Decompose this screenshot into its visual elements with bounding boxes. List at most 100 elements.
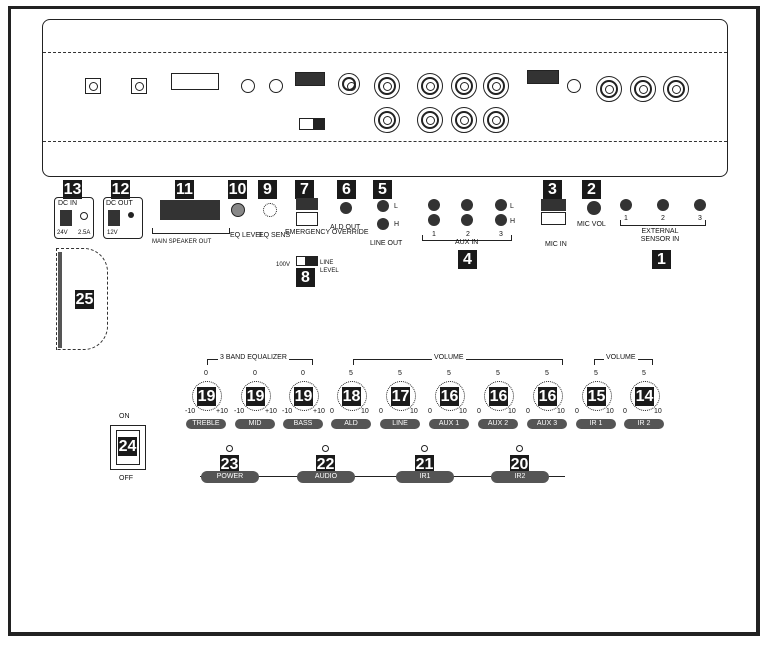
knob-max-mark: 10 — [361, 408, 369, 415]
emergency-override-label: EMERGENCY OVERRIDE — [285, 229, 369, 236]
knob-label-ald: ALD — [331, 419, 371, 429]
knob-dial[interactable] — [337, 381, 367, 411]
dc-out-pin — [128, 212, 134, 218]
indicator-label-ir1: IR1 — [396, 471, 454, 483]
power-switch-rocker[interactable] — [116, 430, 140, 465]
sensor3-jack — [663, 76, 689, 102]
knob-max-mark: 10 — [654, 408, 662, 415]
power-switch-bezel[interactable] — [110, 425, 146, 470]
external-sensor-in-label: EXTERNAL SENSOR IN — [640, 228, 680, 243]
eq-sens-pot — [269, 79, 283, 93]
line-out-h-mark: H — [394, 221, 400, 228]
knob-dial[interactable] — [582, 381, 612, 411]
eq-level-pot — [241, 79, 255, 93]
indicator-led — [226, 445, 233, 452]
callout-16: 16 — [440, 387, 459, 406]
mic-in-connector — [541, 212, 566, 225]
aux3-l-jack — [483, 73, 509, 99]
rear-panel — [42, 19, 728, 177]
dc-in-plug — [60, 210, 72, 226]
knob-label-aux-1: AUX 1 — [429, 419, 469, 429]
speaker-bracket — [152, 228, 230, 234]
callout-25: 25 — [75, 290, 94, 309]
aux-in-label: AUX IN — [455, 239, 479, 246]
knob-dial[interactable] — [630, 381, 660, 411]
knob-min-mark: 0 — [526, 408, 530, 415]
callout-20: 20 — [510, 455, 529, 474]
mic-in-terminal — [527, 70, 559, 84]
sensor3-dot — [694, 199, 706, 211]
dc-in-label: DC IN — [58, 200, 78, 207]
indicator-led — [322, 445, 329, 452]
knob-label-bass: BASS — [283, 419, 323, 429]
override-connector — [296, 212, 318, 226]
knob-min-mark: -10 — [282, 408, 293, 415]
dc-out-jack — [131, 78, 147, 94]
aux3-h-dot — [495, 214, 507, 226]
eq-sens-knob — [263, 203, 277, 217]
mounting-area-edge — [58, 252, 62, 348]
aux2-l-dot — [461, 199, 473, 211]
callout-17: 17 — [391, 387, 410, 406]
knob-label-ir-2: IR 2 — [624, 419, 664, 429]
sensor-num-2: 2 — [661, 215, 665, 222]
aux2-h-jack — [451, 107, 477, 133]
aux-in-bracket — [422, 235, 512, 241]
dc-out-box — [103, 197, 143, 239]
knob-dial[interactable] — [289, 381, 319, 411]
callout-4: 4 — [458, 250, 477, 269]
dc-in-jack — [85, 78, 101, 94]
knob-dial[interactable] — [386, 381, 416, 411]
line-level-switch — [299, 118, 325, 130]
aux-l-mark: L — [510, 203, 514, 210]
sensor2-jack — [630, 76, 656, 102]
callout-19: 19 — [197, 387, 216, 406]
knob-top-mark: 0 — [204, 370, 208, 377]
eq-level-label: EQ LEVEL — [230, 232, 264, 239]
callout-19: 19 — [294, 387, 313, 406]
callout-12: 12 — [111, 180, 130, 199]
callout-14: 14 — [635, 387, 654, 406]
indicator-led — [421, 445, 428, 452]
mic-in-label: MIC IN — [545, 241, 567, 248]
knob-min-mark: 0 — [428, 408, 432, 415]
line-level-label: LINE LEVEL — [320, 260, 339, 274]
knob-label-treble: TREBLE — [186, 419, 226, 429]
knob-dial[interactable] — [241, 381, 271, 411]
switch-off-label: OFF — [119, 475, 133, 482]
aux1-l-jack — [417, 73, 443, 99]
mic-vol-dot — [587, 201, 601, 215]
eq-level-knob — [231, 203, 245, 217]
line-out-l-mark: L — [394, 203, 398, 210]
knob-dial[interactable] — [533, 381, 563, 411]
diagram-frame — [8, 6, 760, 636]
knob-top-mark: 5 — [496, 370, 500, 377]
knob-min-mark: 0 — [623, 408, 627, 415]
ald-out-label: ALD OUT — [330, 224, 361, 231]
knob-max-mark: +10 — [265, 408, 277, 415]
sensor-bracket — [620, 220, 706, 226]
line-out-l-dot — [377, 200, 389, 212]
knob-top-mark: 0 — [253, 370, 257, 377]
knob-top-mark: 5 — [545, 370, 549, 377]
callout-19: 19 — [246, 387, 265, 406]
knob-min-mark: 0 — [379, 408, 383, 415]
callout-10: 10 — [228, 180, 247, 199]
knob-dial[interactable] — [192, 381, 222, 411]
knob-dial[interactable] — [435, 381, 465, 411]
callout-15: 15 — [587, 387, 606, 406]
knob-max-mark: 10 — [557, 408, 565, 415]
callout-11: 11 — [175, 180, 194, 199]
main-speaker-out-label: MAIN SPEAKER OUT — [152, 239, 212, 245]
knob-label-ir-1: IR 1 — [576, 419, 616, 429]
knob-dial[interactable] — [484, 381, 514, 411]
callout-13: 13 — [63, 180, 82, 199]
knob-min-mark: -10 — [185, 408, 196, 415]
knob-label-aux-2: AUX 2 — [478, 419, 518, 429]
mic-vol-label: MIC VOL — [577, 221, 606, 228]
line-out-label: LINE OUT — [370, 240, 403, 247]
indicator-led — [516, 445, 523, 452]
callout-2: 2 — [582, 180, 601, 199]
knob-max-mark: 10 — [410, 408, 418, 415]
speaker-block — [160, 200, 220, 220]
